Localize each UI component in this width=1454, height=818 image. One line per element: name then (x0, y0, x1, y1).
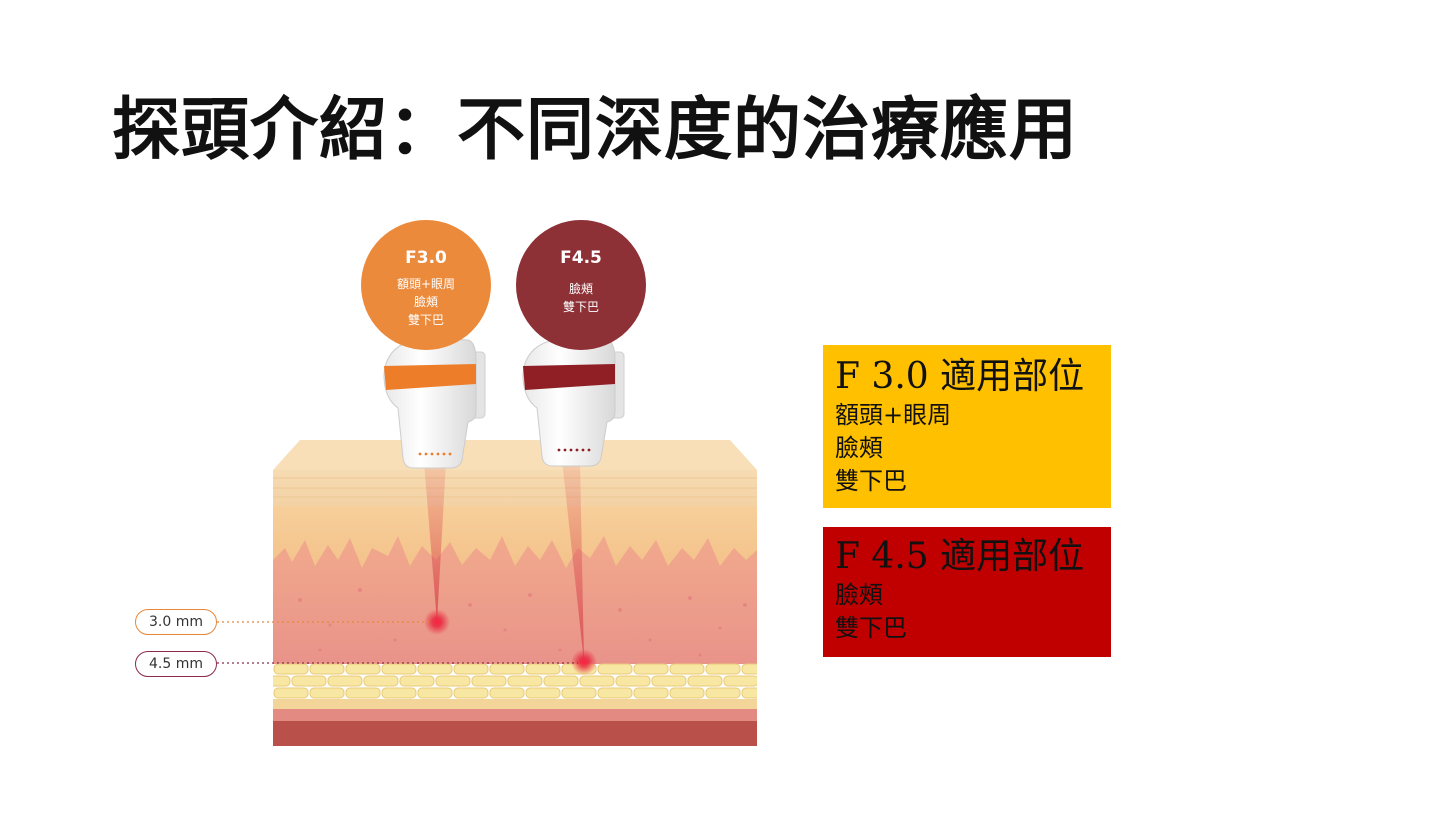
f45-info-box: F 4.5 適用部位 臉頰 雙下巴 (823, 527, 1111, 657)
f30-badge-area-2: 臉頰 (414, 294, 438, 309)
f30-info-item-1: 額頭+眼周 (835, 401, 952, 429)
f45-badge-circle (516, 220, 646, 350)
fat-layer-row-1 (273, 663, 757, 675)
f30-badge-circle (361, 220, 491, 350)
f30-ultrasound-beam (424, 462, 446, 622)
slide-title: 探頭介紹：不同深度的治療應用 (112, 91, 1079, 170)
f45-badge-area-2: 雙下巴 (563, 300, 599, 314)
f45-badge-label: F4.5 (560, 248, 602, 268)
f30-probe-band (384, 364, 476, 390)
f45-probe (522, 337, 625, 467)
depth-label-3mm: 3.0 mm (135, 609, 217, 635)
fat-layer-base (273, 699, 757, 709)
dermis-dots (298, 588, 747, 657)
fat-layer-row-3 (273, 687, 757, 699)
muscle-layer (273, 721, 757, 746)
f45-info-item-2: 雙下巴 (835, 614, 907, 642)
f45-ultrasound-beam (562, 460, 584, 662)
f45-info-heading: F 4.5 適用部位 (835, 536, 1085, 577)
f30-focal-point (424, 609, 450, 635)
dermis-layer (273, 536, 757, 664)
f30-info-item-2: 臉頰 (835, 434, 883, 462)
f45-badge-area-1: 臉頰 (569, 281, 593, 296)
f45-probe-band (523, 364, 615, 390)
skin-surface-layer (273, 440, 757, 506)
f30-badge-area-3: 雙下巴 (408, 313, 444, 327)
fat-layer-row-2 (273, 675, 757, 687)
f30-probe (383, 337, 486, 469)
f45-focal-point (571, 649, 597, 675)
f30-info-heading: F 3.0 適用部位 (835, 356, 1085, 397)
muscle-layer-top (273, 709, 757, 721)
f30-badge-label: F3.0 (405, 248, 447, 268)
f30-badge-area-1: 額頭+眼周 (397, 277, 455, 291)
f30-info-box: F 3.0 適用部位 額頭+眼周 臉頰 雙下巴 (823, 345, 1111, 508)
depth-label-4.5mm: 4.5 mm (135, 651, 217, 677)
f45-info-item-1: 臉頰 (835, 581, 883, 609)
f30-info-item-3: 雙下巴 (835, 467, 907, 495)
